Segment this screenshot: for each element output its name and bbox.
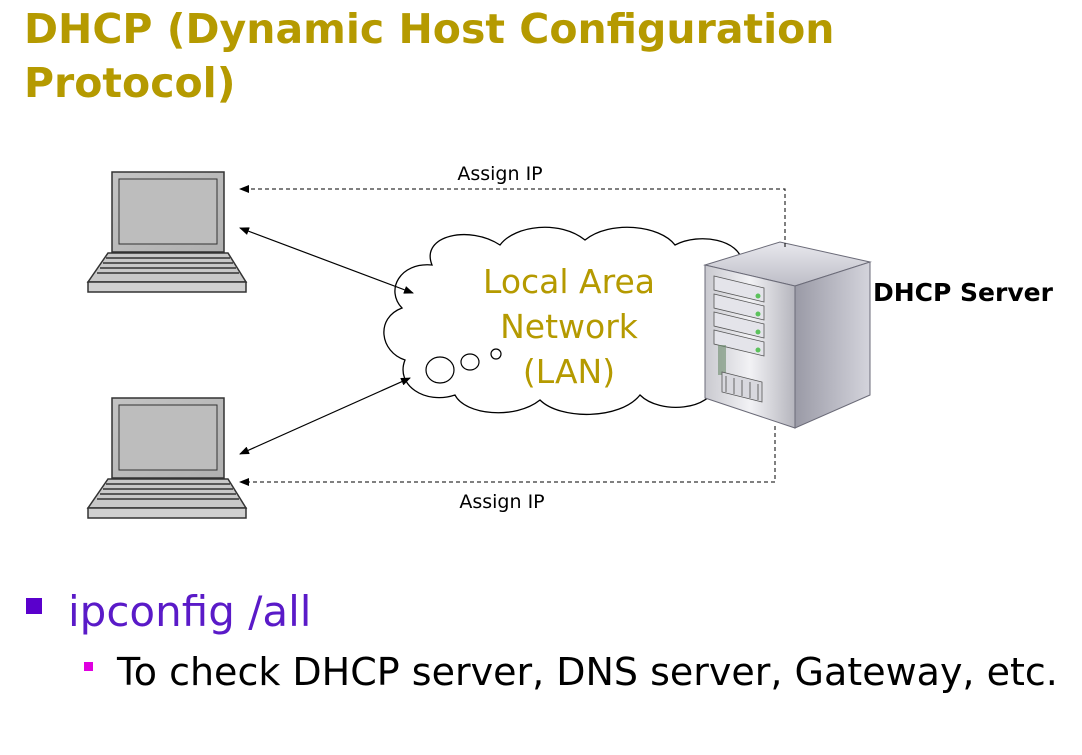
dhcp-network-diagram: Local Area Network (LAN) DHCP Server Ass…	[86, 163, 1054, 519]
bullet-ipconfig-all: ipconfig /all	[68, 587, 312, 636]
server-label: DHCP Server	[873, 278, 1054, 307]
laptop-top-icon	[86, 171, 248, 293]
title-line-1: DHCP (Dynamic Host Configuration	[24, 5, 835, 53]
slide-title: DHCP (Dynamic Host Configuration Protoco…	[24, 2, 1064, 110]
lan-label-line-3: (LAN)	[523, 352, 615, 391]
assign-ip-bottom-label: Assign IP	[459, 491, 544, 513]
assign-ip-top-label: Assign IP	[457, 163, 542, 185]
title-line-2: Protocol)	[24, 59, 236, 107]
link-laptop-top-to-lan	[239, 227, 414, 294]
bullet-check-dhcp: To check DHCP server, DNS server, Gatewa…	[117, 650, 1058, 694]
assign-ip-top-path	[239, 185, 786, 247]
bullet-level1-marker	[26, 598, 42, 614]
bullet-level2-marker	[84, 662, 93, 671]
assign-ip-bottom-path	[239, 426, 776, 486]
lan-label-line-2: Network	[500, 307, 639, 346]
lan-label-line-1: Local Area	[483, 262, 655, 301]
dhcp-server-icon	[703, 241, 872, 429]
laptop-bottom-icon	[86, 397, 248, 519]
link-laptop-bottom-to-lan	[239, 377, 411, 455]
